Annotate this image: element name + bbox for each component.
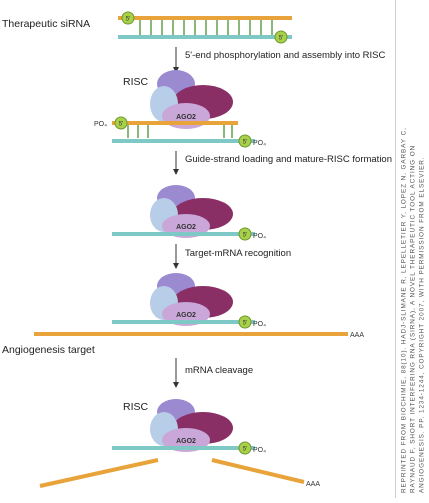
- five-prime-cap: [238, 227, 252, 241]
- five-prime-cap: [114, 116, 128, 130]
- sirna-duplex: 5' 5': [118, 11, 292, 44]
- step-label: Guide-strand loading and mature-RISC for…: [185, 154, 392, 165]
- ago2-label: AGO2: [176, 114, 196, 121]
- five-prime-cap: [238, 315, 252, 329]
- po4-label: PO₄: [253, 140, 266, 147]
- step-label: 5'-end phosphorylation and assembly into…: [185, 50, 386, 61]
- diagram-canvas: 5' 5' 5' 5' AGO2 PO₄ PO₄: [34, 11, 364, 488]
- five-prime-cap: [274, 30, 288, 44]
- five-prime-cap: [238, 134, 252, 148]
- sirna-mechanism-diagram: 5' 5' 5' 5' AGO2 PO₄ PO₄: [2, 11, 392, 488]
- cleaved-mrna-3prime-fragment: [211, 458, 305, 484]
- risc-label: RISC: [123, 401, 149, 413]
- base-pair-rungs: [127, 125, 233, 138]
- angiogenesis-target-label: Angiogenesis target: [2, 344, 95, 356]
- step-label: Target-mRNA recognition: [185, 248, 292, 259]
- five-prime-cap: [238, 441, 252, 455]
- po4-label: PO₄: [253, 447, 266, 454]
- five-prime-label: 5': [243, 447, 247, 453]
- poly-a-tail: AAA: [350, 332, 364, 339]
- base-pair-rungs: [139, 20, 273, 35]
- risc-label: RISC: [123, 76, 149, 88]
- therapeutic-sirna-label: Therapeutic siRNA: [2, 18, 91, 30]
- credit-line: Raynaud F, Short interfering RNA (siRNA)…: [409, 144, 416, 493]
- ago2-label: AGO2: [176, 312, 196, 319]
- risc-complex: [150, 185, 233, 238]
- ago2-label: AGO2: [176, 438, 196, 445]
- po4-label: PO₄: [253, 321, 266, 328]
- copyright-credit: Reprinted from Biochimie, 88(10). Hadj-S…: [395, 0, 429, 498]
- five-prime-label: 5': [243, 140, 247, 146]
- po4-label: PO₄: [94, 121, 107, 128]
- ago2-label: AGO2: [176, 224, 196, 231]
- five-prime-label: 5': [119, 122, 123, 128]
- cleaved-mrna-5prime-fragment: [39, 458, 159, 488]
- five-prime-label: 5': [126, 17, 130, 23]
- five-prime-label: 5': [243, 321, 247, 327]
- five-prime-label: 5': [243, 233, 247, 239]
- step-label: mRNA cleavage: [185, 365, 254, 376]
- five-prime-label: 5': [279, 36, 283, 42]
- credit-line: Reprinted from Biochimie, 88(10). Hadj-S…: [400, 127, 407, 493]
- poly-a-tail: AAA: [306, 481, 320, 488]
- po4-label: PO₄: [253, 233, 266, 240]
- credit-text: Reprinted from Biochimie, 88(10). Hadj-S…: [399, 5, 426, 493]
- credit-line: angiogenesis. pp. 1234-1244, Copyright 2…: [418, 156, 425, 493]
- five-prime-cap: [121, 11, 135, 25]
